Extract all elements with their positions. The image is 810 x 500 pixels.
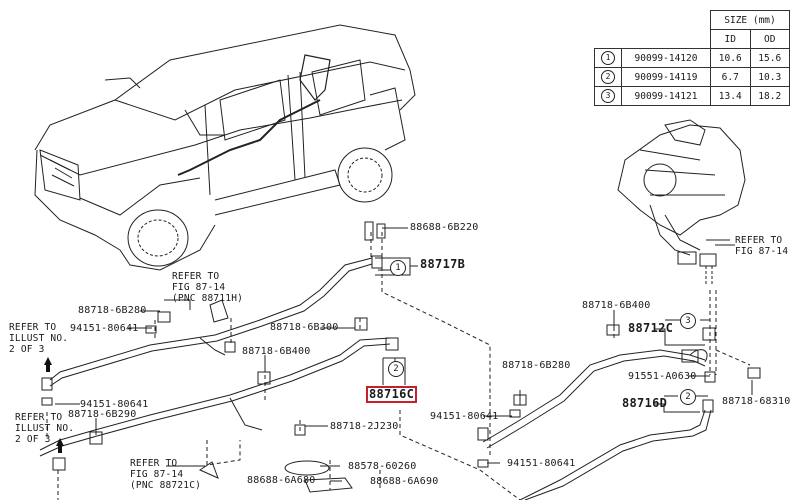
part-label-88718-68310[interactable]: 88718-68310 [722,396,791,407]
ref-line: (PNC 88721C) [130,480,202,491]
ref-line: ILLUST NO. [15,423,75,434]
reference-fig-top[interactable]: REFER TO FIG 87-14 (PNC 88711H) [172,271,243,304]
callout-number: 3 [601,89,615,103]
pipe-88716C [39,337,391,457]
part-number[interactable]: 90099-14120 [621,48,711,68]
size-table-header-row: SIZE (mm) [595,10,790,30]
callout-2: 2 [388,361,404,377]
ref-line: FIG 87-14 [735,246,789,257]
arrow-up-icon [44,357,52,372]
part-label-88718-6B280-left[interactable]: 88718-6B280 [78,305,147,316]
hvac-unit-illustration [617,119,746,285]
size-table-subheader-row: ID OD [595,29,790,49]
vehicle-illustration [34,24,416,271]
ref-line: REFER TO [15,412,63,423]
outer-diameter: 15.6 [749,48,790,68]
connection-lines [46,232,751,500]
part-label-88718-6B280-right[interactable]: 88718-6B280 [502,360,571,371]
ref-line: REFER TO [172,271,220,282]
table-row: 1 90099-14120 10.6 15.6 [594,48,790,68]
inner-diameter: 13.4 [710,86,751,106]
inner-diameter: 10.6 [710,48,751,68]
od-column-header: OD [749,29,790,49]
inner-diameter: 6.7 [710,67,751,87]
part-label-88712C[interactable]: 88712C [628,321,674,335]
clips [41,221,761,493]
reference-illust-bottom[interactable]: REFER TO ILLUST NO. 2 OF 3 [15,412,74,445]
reference-fig-right[interactable]: REFER TO FIG 87-14 [735,235,788,257]
ref-line: FIG 87-14 [130,469,184,480]
part-label-94151-80641-right-top[interactable]: 94151-80641 [430,411,499,422]
reference-illust-top[interactable]: REFER TO ILLUST NO. 2 OF 3 [9,322,68,355]
callout-number: 2 [601,70,615,84]
callout-number: 1 [601,51,615,65]
outer-diameter: 10.3 [749,67,790,87]
up-arrows [44,357,64,453]
part-label-94151-80641-right-bottom[interactable]: 94151-80641 [507,458,576,469]
part-number[interactable]: 90099-14121 [621,86,711,106]
pipe-88712C [482,349,708,449]
ref-line: 2 OF 3 [9,344,45,355]
ref-line: REFER TO [9,322,57,333]
ref-line: FIG 87-14 [172,282,226,293]
ref-line: (PNC 88711H) [172,293,244,304]
part-label-88718-2J230[interactable]: 88718-2J230 [330,421,399,432]
pipe-88716D [519,409,712,500]
reference-fig-bottom[interactable]: REFER TO FIG 87-14 (PNC 88721C) [130,458,201,491]
id-column-header: ID [710,29,751,49]
ref-line: 2 OF 3 [15,434,51,445]
part-number[interactable]: 90099-14119 [621,67,711,87]
part-label-91551-A0630[interactable]: 91551-A0630 [628,371,697,382]
part-label-88718-6B290[interactable]: 88718-6B290 [68,409,137,420]
pipe-88717B [49,257,373,387]
leader-lines [55,227,753,482]
callout-3: 3 [680,313,696,329]
part-label-88688-6B220[interactable]: 88688-6B220 [410,222,479,233]
ref-line: REFER TO [735,235,783,246]
table-row: 3 90099-14121 13.4 18.2 [594,86,790,106]
part-label-88718-6B400-right[interactable]: 88718-6B400 [582,300,651,311]
arrow-up-icon [56,438,64,453]
table-row: 2 90099-14119 6.7 10.3 [594,67,790,87]
part-label-88578-60260[interactable]: 88578-60260 [348,461,417,472]
part-label-88716D[interactable]: 88716D [622,396,668,410]
callout-1: 1 [390,260,406,276]
part-label-94151-80641-left-mid[interactable]: 94151-80641 [80,399,149,410]
size-table: SIZE (mm) ID OD 1 90099-14120 10.6 15.6 … [594,10,790,106]
part-label-88688-6A680[interactable]: 88688-6A680 [247,475,316,486]
part-label-88718-6B300[interactable]: 88718-6B300 [270,322,339,333]
part-label-94151-80641-left-top[interactable]: 94151-80641 [70,323,139,334]
ref-line: REFER TO [130,458,178,469]
part-label-88716C-highlighted[interactable]: 88716C [365,386,418,403]
part-label-88718-6B400-left[interactable]: 88718-6B400 [242,346,311,357]
part-label-88688-6A690[interactable]: 88688-6A690 [370,476,439,487]
part-label-88717B[interactable]: 88717B [420,257,466,271]
callout-2-right: 2 [680,389,696,405]
outer-diameter: 18.2 [749,86,790,106]
size-header: SIZE (mm) [710,10,790,30]
ref-line: ILLUST NO. [9,333,69,344]
